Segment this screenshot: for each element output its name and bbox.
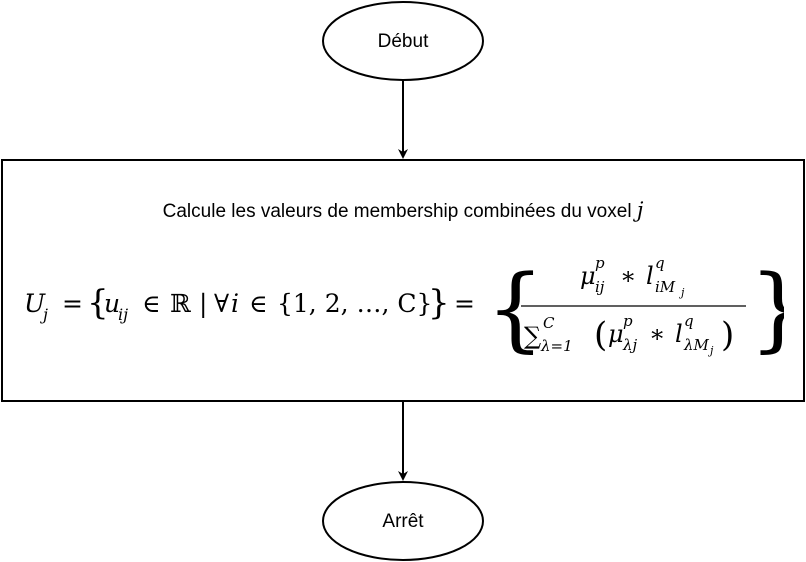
denominator-sum-lower: λ=1 bbox=[540, 337, 573, 355]
denominator-mu-sub: λj bbox=[622, 336, 638, 354]
process-box[interactable] bbox=[1, 159, 805, 402]
formula-equals-2: = bbox=[454, 289, 475, 318]
formula-equals-1: = bbox=[62, 289, 83, 318]
process-description-text: Calcule les valeurs de membership combin… bbox=[162, 201, 632, 222]
stop-node[interactable]: Arrêt bbox=[322, 481, 484, 561]
formula-real-set: ℝ bbox=[170, 289, 191, 318]
formula-brace-open: { bbox=[87, 283, 109, 323]
formula-in-1: ∈ bbox=[142, 289, 161, 318]
formula-forall: ∀ bbox=[214, 289, 229, 318]
denominator-l-sub: λM bbox=[683, 336, 710, 354]
numerator-mu-sup: p bbox=[595, 254, 605, 272]
process-description: Calcule les valeurs de membership combin… bbox=[4, 198, 802, 223]
formula-set-element-sub: ij bbox=[118, 305, 128, 324]
formula-bar: | bbox=[199, 289, 207, 319]
numerator-l: l bbox=[646, 262, 654, 290]
formula-lhs-sub: j bbox=[40, 305, 48, 324]
start-node[interactable]: Début bbox=[322, 1, 484, 81]
formula-index-set: {1, 2, …, C} bbox=[277, 289, 432, 318]
denominator-l: l bbox=[675, 320, 683, 348]
numerator-l-subsub: j bbox=[678, 286, 685, 299]
denominator-paren-open: ( bbox=[594, 315, 607, 355]
formula-index: i bbox=[231, 289, 239, 318]
formula-lhs: U bbox=[24, 289, 46, 318]
formula-set-element: u bbox=[104, 289, 120, 318]
formula-in-2: ∈ bbox=[249, 289, 268, 318]
numerator-l-sub: iM bbox=[655, 278, 676, 296]
process-description-variable: j bbox=[636, 198, 644, 222]
stop-ellipse bbox=[322, 481, 484, 561]
numerator-mu-sub: ij bbox=[595, 278, 605, 296]
stop-label: Arrêt bbox=[382, 511, 424, 532]
numerator-l-sup: q bbox=[655, 254, 665, 272]
denominator-sum: ∑ bbox=[524, 322, 541, 350]
formula-big-brace-close: } bbox=[749, 255, 784, 362]
formula-brace-close: } bbox=[428, 283, 450, 323]
start-label: Début bbox=[378, 31, 429, 52]
formula-big-brace-open: { bbox=[486, 255, 545, 362]
numerator-mu: μ bbox=[580, 262, 596, 290]
denominator-mu-sup: p bbox=[623, 312, 633, 330]
denominator-l-subsub: j bbox=[707, 344, 714, 357]
denominator-l-sup: q bbox=[684, 312, 694, 330]
denominator-paren-close: ) bbox=[721, 315, 734, 355]
denominator-sum-upper: C bbox=[543, 314, 555, 332]
numerator-times: ∗ bbox=[620, 262, 636, 290]
denominator-mu: μ bbox=[608, 320, 624, 348]
membership-formula: U j = { u ij ∈ ℝ | ∀ i ∈ {1, 2, …, C} } … bbox=[24, 254, 784, 362]
denominator-times: ∗ bbox=[649, 320, 665, 348]
